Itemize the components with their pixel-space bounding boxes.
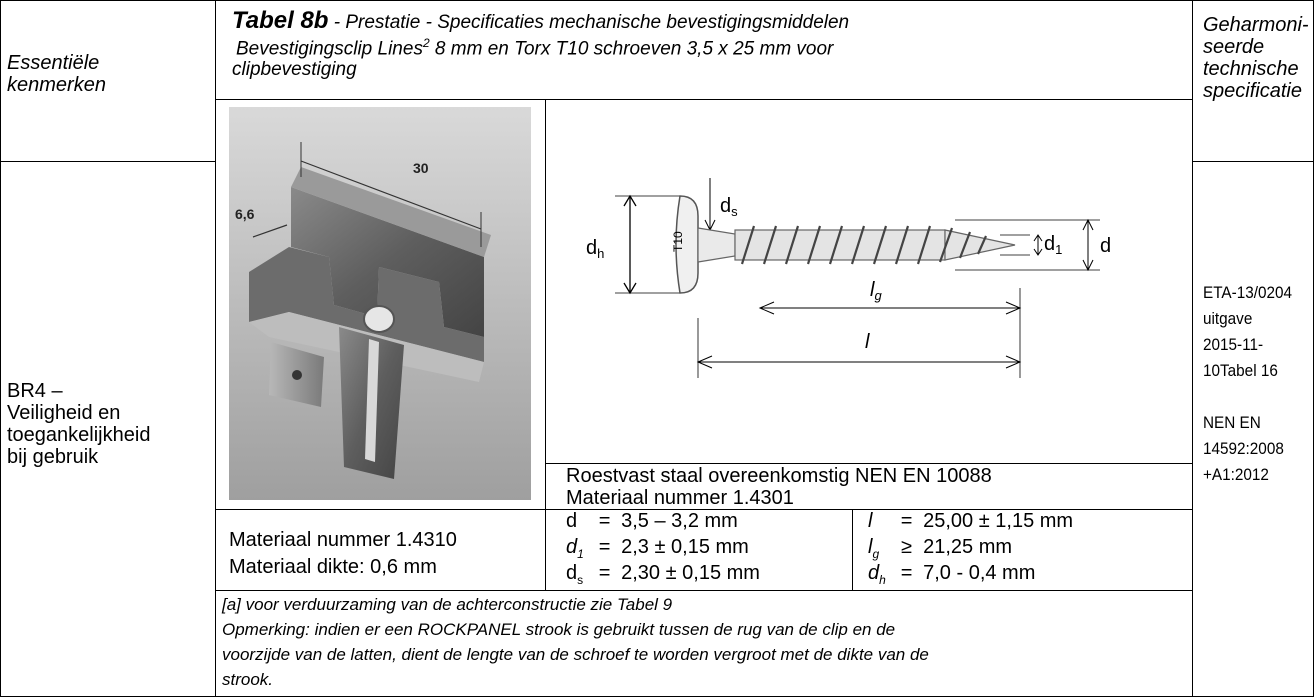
spec-value: 7,0 - 0,4 mm <box>923 562 1036 584</box>
title-line-3: clipbevestiging <box>232 59 357 81</box>
rule-material-top <box>545 463 1192 464</box>
spec-value: 2,3 ± 0,15 mm <box>621 536 749 558</box>
clip-material: Materiaal nummer 1.4310 Materiaal dikte:… <box>229 527 457 581</box>
clip-dimension-30: 30 <box>413 160 429 176</box>
spec-symbol: lg <box>868 536 880 561</box>
spec-reference-line: NEN EN <box>1203 413 1261 432</box>
spec-value: 3,5 – 3,2 mm <box>621 510 738 532</box>
characteristic-line: bij gebruik <box>7 446 99 468</box>
rule-col4-left <box>1192 0 1193 697</box>
spec-row: ds = 2,30 ± 0,15 mm <box>566 562 760 588</box>
title-line-2: Bevestigingsclip Lines2 8 mm en Torx T10… <box>232 33 849 59</box>
table-title: Tabel 8b - Prestatie - Specificaties mec… <box>232 7 850 81</box>
note-line: voorzijde van de latten, dient de lengte… <box>222 645 929 664</box>
header-harmonised-spec: Geharmoni- seerde technische specificati… <box>1203 14 1309 102</box>
screw-material-line: Materiaal nummer 1.4301 <box>566 487 794 509</box>
screw-specs-right: l = 25,00 ± 1,15 mm lg ≥ 21,25 mm dh = 7… <box>868 510 1073 588</box>
spec-reference-line: 10Tabel 16 <box>1203 361 1278 380</box>
characteristic-br4: BR4 – Veiligheid en toegankelijkheid bij… <box>7 380 150 468</box>
rule-specs-top <box>215 509 1192 510</box>
note-line: [a] voor verduurzaming van de achtercons… <box>222 595 673 614</box>
label-t10: T10 <box>671 231 685 252</box>
spec-symbol: dh <box>868 562 886 587</box>
label-ds: ds <box>720 195 738 219</box>
spec-relation: = <box>900 562 913 584</box>
rule-col1-right <box>215 0 216 697</box>
header-line: kenmerken <box>7 74 106 96</box>
label-lg: lg <box>870 279 882 303</box>
spec-value: 25,00 ± 1,15 mm <box>923 510 1074 532</box>
clip-illustration: 30 6,6 <box>229 107 531 500</box>
screw-material: Roestvast staal overeenkomstig NEN EN 10… <box>566 465 992 509</box>
header-line: technische <box>1203 58 1299 80</box>
table-notes: [a] voor verduurzaming van de achtercons… <box>222 592 929 692</box>
screw-material-line: Roestvast staal overeenkomstig NEN EN 10… <box>566 465 992 487</box>
rule-specs-divider <box>852 509 853 590</box>
spec-reference-line: +A1:2012 <box>1203 465 1269 484</box>
title-line-1: Tabel 8b - Prestatie - Specificaties mec… <box>232 7 850 34</box>
rule-title-bottom <box>215 99 1192 100</box>
rule-header-bottom <box>0 161 215 162</box>
spec-relation: = <box>598 562 611 584</box>
spec-symbol: l <box>868 510 873 532</box>
clip-material-line: Materiaal nummer 1.4310 <box>229 529 457 551</box>
spec-reference-line: uitgave <box>1203 309 1253 328</box>
spec-row: l = 25,00 ± 1,15 mm <box>868 510 1073 536</box>
title-text: - Prestatie - Specificaties mechanische … <box>328 12 850 33</box>
header-line: specificatie <box>1203 80 1302 102</box>
title-superscript: 2 <box>422 36 430 50</box>
label-d: d <box>1100 235 1111 257</box>
note-line: Opmerking: indien er een ROCKPANEL stroo… <box>222 620 896 639</box>
note-line: strook. <box>222 670 274 689</box>
header-line: Essentiële <box>7 52 100 74</box>
characteristic-line: BR4 – <box>7 380 63 402</box>
title-text: 8 mm en Torx T10 schroeven 3,5 x 25 mm v… <box>429 38 834 60</box>
rule-image-divider <box>545 99 546 590</box>
header-line: seerde <box>1203 36 1265 58</box>
characteristic-line: Veiligheid en <box>7 402 121 424</box>
spec-value: 21,25 mm <box>923 536 1013 558</box>
screw-illustration: dh T10 ds <box>586 178 1111 378</box>
spec-row: dh = 7,0 - 0,4 mm <box>868 562 1073 588</box>
table-border-left <box>0 0 1 697</box>
rule-notes-top <box>215 590 1192 591</box>
spec-symbol: d1 <box>566 536 584 561</box>
clip-material-line: Materiaal dikte: 0,6 mm <box>229 556 437 578</box>
spec-reference-line: ETA-13/0204 <box>1203 283 1293 302</box>
table-border-top <box>0 0 1314 1</box>
spec-relation: ≥ <box>901 536 913 558</box>
header-line: Geharmoni- <box>1203 14 1309 36</box>
spec-reference-line: 14592:2008 <box>1203 439 1284 458</box>
title-text: Bevestigingsclip Lines <box>236 38 423 60</box>
header-essential-characteristics: Essentiële kenmerken <box>7 52 106 96</box>
table-number: Tabel 8b <box>232 7 329 34</box>
clip-photo: 30 6,6 <box>229 107 531 500</box>
spec-symbol: ds <box>566 562 584 587</box>
spec-value: 2,30 ± 0,15 mm <box>621 562 760 584</box>
spec-row: d = 3,5 – 3,2 mm <box>566 510 760 536</box>
spec-relation: = <box>598 536 611 558</box>
label-l: l <box>865 331 870 353</box>
harmonised-spec-references: ETA-13/0204 uitgave 2015-11- 10Tabel 16 … <box>1203 280 1292 488</box>
spec-row: lg ≥ 21,25 mm <box>868 536 1073 562</box>
spec-relation: = <box>900 510 913 532</box>
screw-drawing: dh T10 ds <box>560 168 1170 378</box>
clip-dimension-6-6: 6,6 <box>235 206 255 222</box>
label-d1: d1 <box>1044 233 1062 257</box>
screw-specs-left: d = 3,5 – 3,2 mm d1 = 2,3 ± 0,15 mm ds =… <box>566 510 760 588</box>
label-dh: dh <box>586 237 604 261</box>
spec-row: d1 = 2,3 ± 0,15 mm <box>566 536 760 562</box>
spec-reference-line: 2015-11- <box>1203 335 1264 354</box>
spec-symbol: d <box>566 510 578 532</box>
spec-reference-line <box>1203 384 1292 410</box>
rule-header-bottom-right <box>1192 161 1314 162</box>
spec-relation: = <box>598 510 611 532</box>
characteristic-line: toegankelijkheid <box>7 424 151 446</box>
